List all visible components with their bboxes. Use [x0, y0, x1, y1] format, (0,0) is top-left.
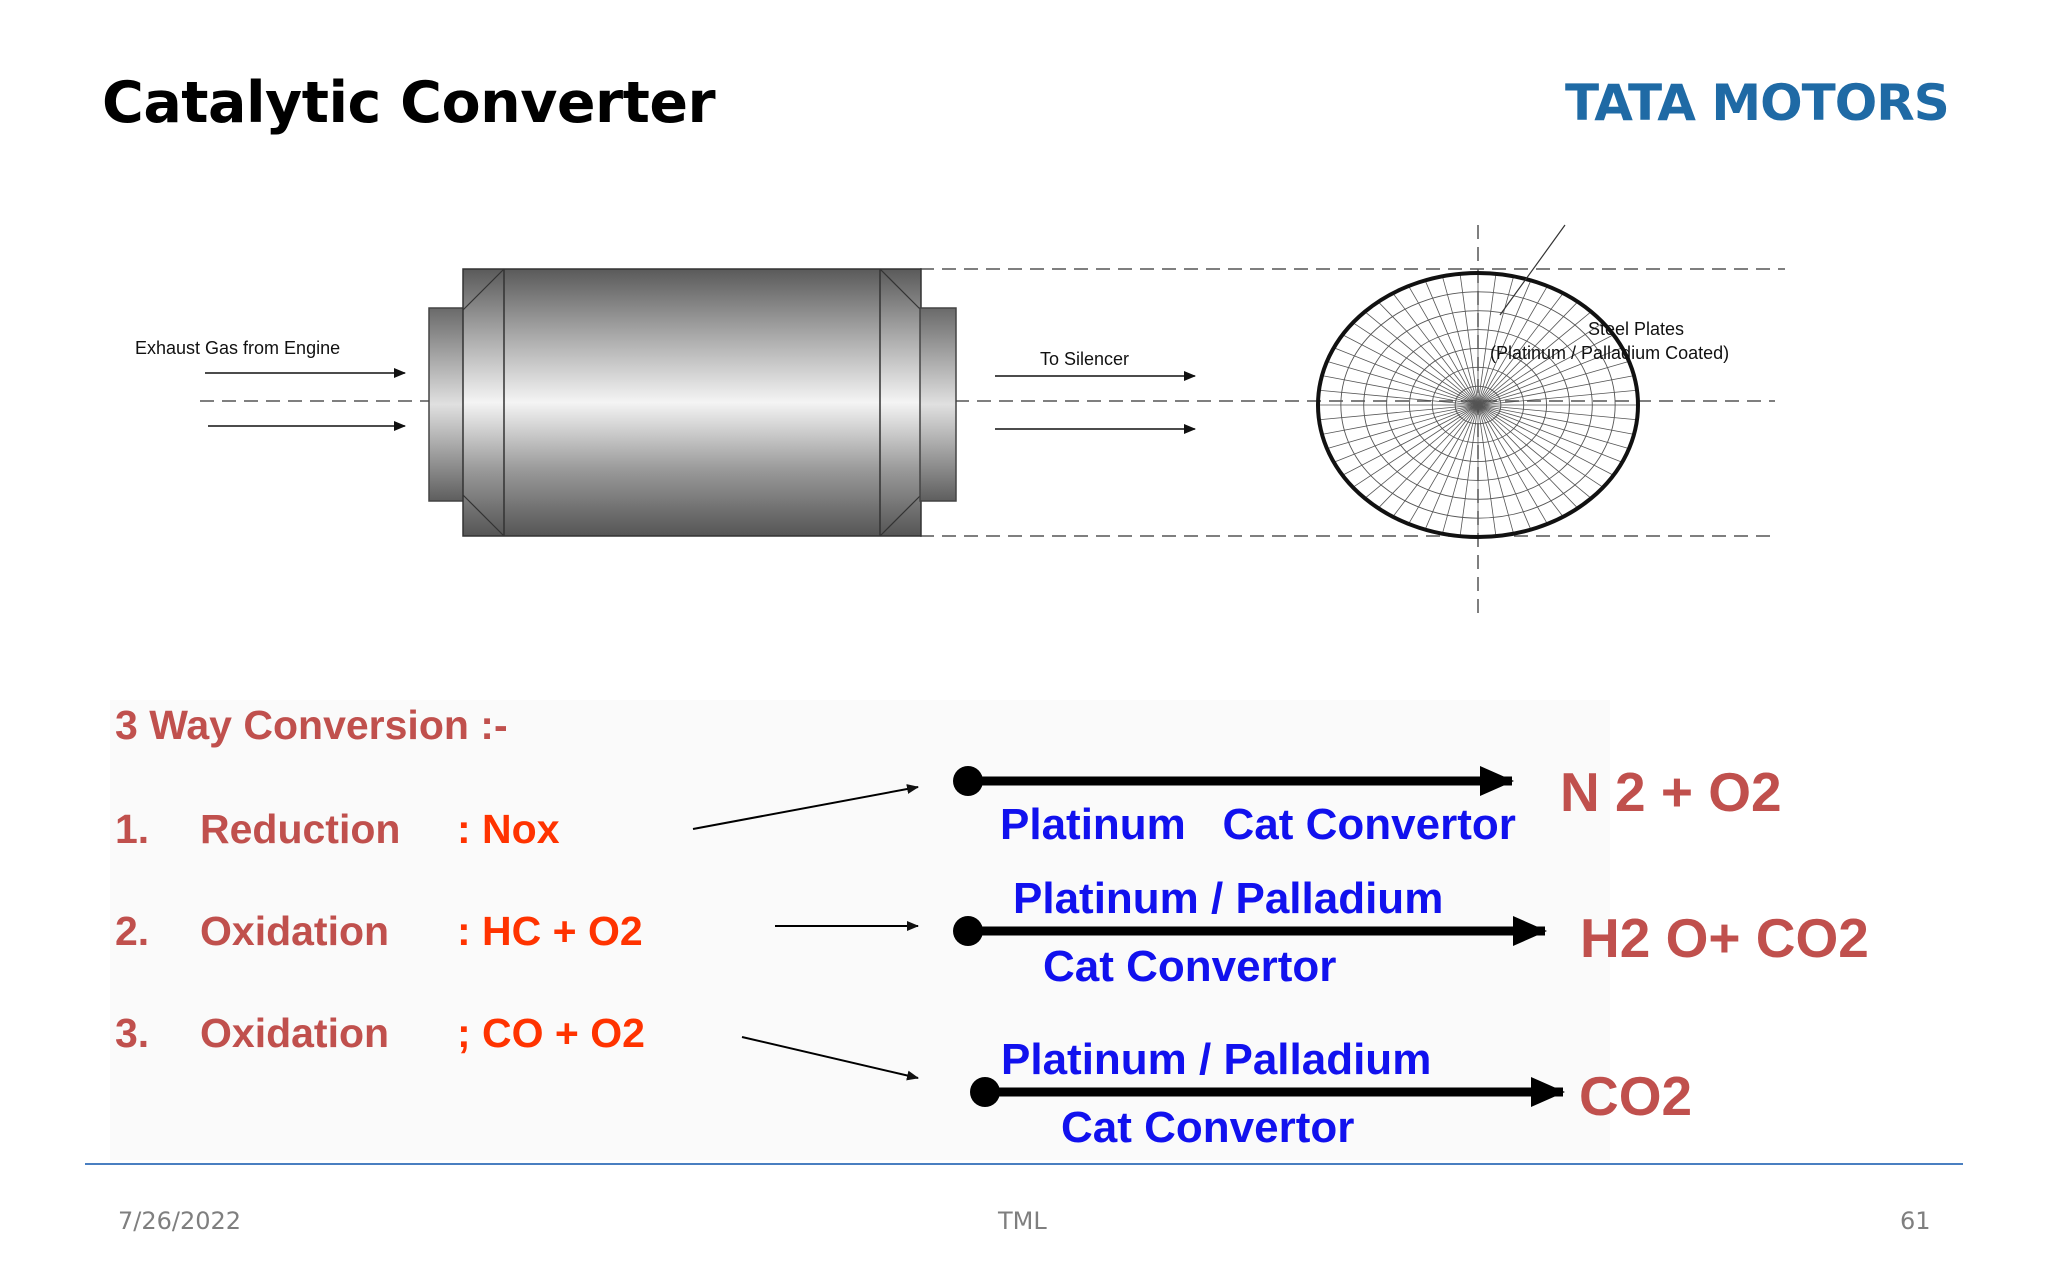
- step-3-process: Oxidation: [200, 1010, 390, 1056]
- arrow-origin-dots: [953, 766, 1000, 1107]
- step-1-number: 1.: [115, 806, 150, 852]
- catalyst-3-bottom: Cat Convertor: [1061, 1103, 1355, 1152]
- product-2: H2 O+ CO2: [1580, 907, 1869, 969]
- step-2-number: 2.: [115, 908, 150, 954]
- tata-motors-logo: TATA MOTORS: [1565, 74, 1950, 132]
- product-1: N 2 + O2: [1560, 761, 1782, 823]
- inlet-label: Exhaust Gas from Engine: [135, 338, 341, 358]
- footer-center: TML: [998, 1207, 1047, 1235]
- flow-arrows: [205, 368, 1196, 434]
- cross-section: [1316, 271, 1640, 539]
- catalyst-3-top: Platinum / Palladium: [1001, 1035, 1432, 1084]
- catalyst-1-label: Platinum Cat Convertor: [1000, 800, 1516, 849]
- converter-cylinder: [428, 268, 957, 537]
- step-1-reactants: : Nox: [457, 806, 560, 852]
- step-1-process: Reduction: [200, 806, 401, 852]
- reaction-pointers: [692, 784, 919, 1081]
- catalyst-2-bottom: Cat Convertor: [1043, 942, 1337, 991]
- step-2-process: Oxidation: [200, 908, 390, 954]
- footer-rule: [85, 1163, 1963, 1165]
- step-3-reactants: ; CO + O2: [457, 1010, 645, 1056]
- outlet-label: To Silencer: [1040, 349, 1130, 369]
- conversion-heading: 3 Way Conversion :-: [115, 702, 508, 748]
- product-3: CO2: [1579, 1065, 1693, 1127]
- catalyst-arrows: [968, 766, 1565, 1107]
- plates-label-2: (Platinum / Palladium Coated): [1490, 343, 1730, 363]
- footer-date: 7/26/2022: [118, 1207, 242, 1235]
- catalyst-2-top: Platinum / Palladium: [1013, 874, 1444, 923]
- leader-line: [1499, 224, 1566, 316]
- page-title: Catalytic Converter: [102, 70, 716, 136]
- page-number: 61: [1900, 1207, 1931, 1235]
- step-3-number: 3.: [115, 1010, 150, 1056]
- plates-label-1: Steel Plates: [1588, 319, 1685, 339]
- step-2-reactants: : HC + O2: [457, 908, 643, 954]
